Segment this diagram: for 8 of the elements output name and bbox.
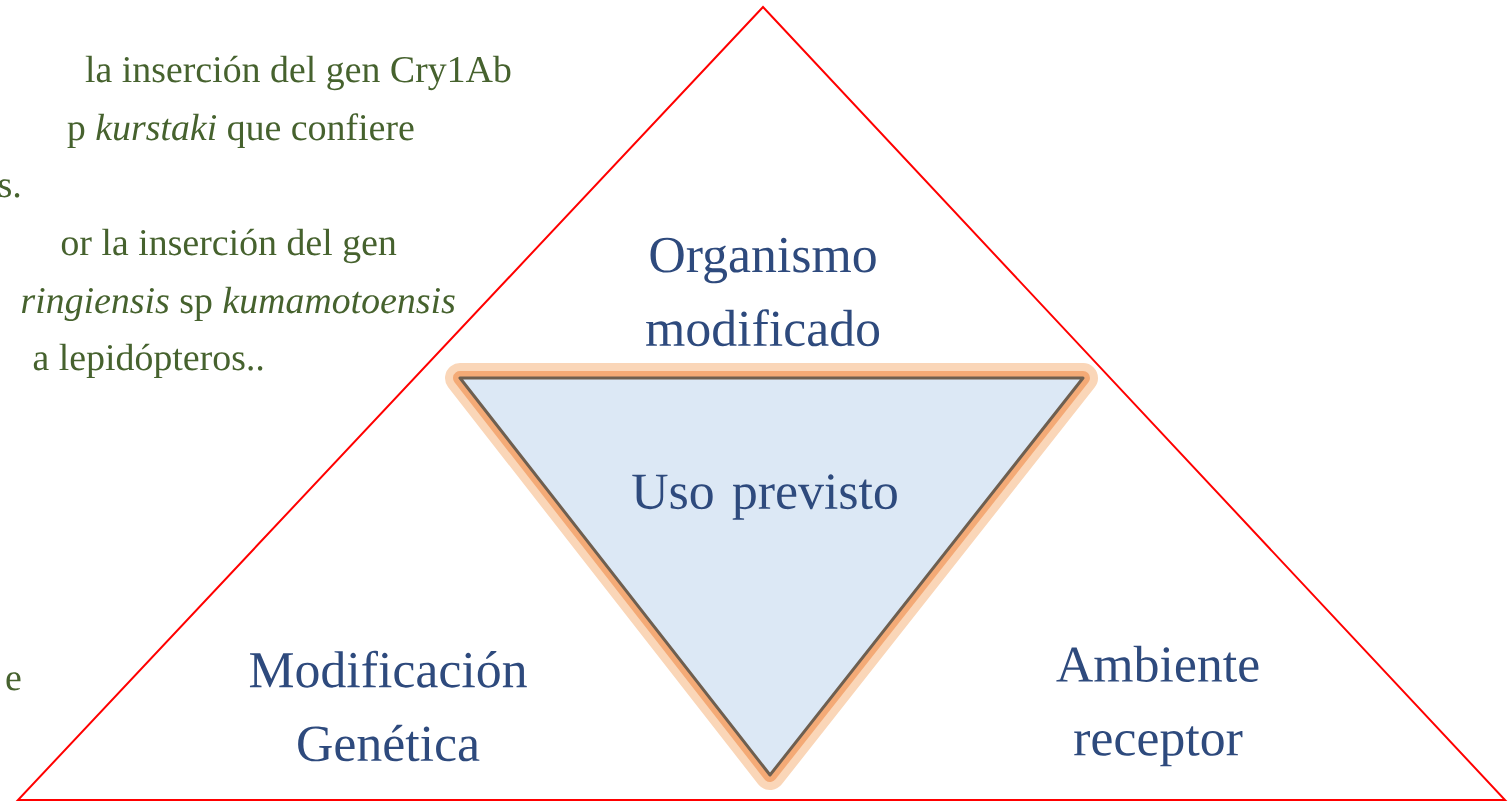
corner-label: Organismo modificado <box>646 237 880 347</box>
text-line: ringiensis sp kumamotoensis <box>21 286 455 322</box>
text-line: e <box>6 672 21 691</box>
text-line: or la inserción del gen <box>61 228 397 264</box>
text-line: la inserción del gen Cry1Ab <box>85 55 511 91</box>
text-line: s. <box>0 179 20 198</box>
text-line: p kurstaki que confiere <box>67 113 414 149</box>
text-line: a lepidópteros.. <box>33 343 263 379</box>
